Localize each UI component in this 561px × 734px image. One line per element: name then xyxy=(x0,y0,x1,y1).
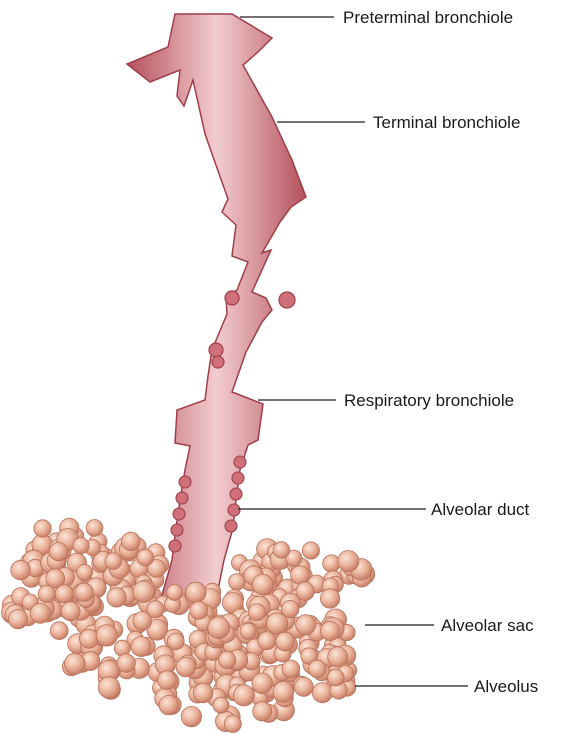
alveolus xyxy=(61,602,80,621)
alveolus xyxy=(73,538,89,554)
alveolus xyxy=(159,695,178,714)
alveolus xyxy=(296,615,316,635)
alveolus xyxy=(308,660,326,678)
label-preterminal-bronchiole: Preterminal bronchiole xyxy=(343,8,513,27)
alveolus xyxy=(75,583,93,601)
alveolus xyxy=(167,584,183,600)
bronchiole-tube xyxy=(127,14,306,606)
outpouching-right xyxy=(279,292,295,308)
alveolus xyxy=(320,589,339,608)
alveolus xyxy=(80,629,99,648)
alveolus xyxy=(273,542,290,559)
alveolus xyxy=(77,564,93,580)
alveolus xyxy=(167,633,184,650)
label-terminal-bronchiole: Terminal bronchiole xyxy=(373,113,520,132)
label-alveolus: Alveolus xyxy=(474,677,538,696)
alveolus xyxy=(190,602,208,620)
alveolus xyxy=(302,542,319,559)
outpouching-left xyxy=(225,291,239,305)
alveolus xyxy=(158,671,177,690)
alveolus xyxy=(323,555,340,572)
alveolus xyxy=(327,669,344,686)
alveolus xyxy=(252,574,273,595)
alveolus xyxy=(107,588,126,607)
alveolus xyxy=(133,612,152,631)
alveolus xyxy=(193,683,213,703)
alveolus xyxy=(213,697,229,713)
label-respiratory-bronchiole: Respiratory bronchiole xyxy=(344,391,514,410)
alveolus xyxy=(252,673,273,694)
alveolus xyxy=(38,585,55,602)
alveolus xyxy=(233,685,254,706)
alveolus xyxy=(273,682,294,703)
alveolus xyxy=(321,621,340,640)
airway xyxy=(127,14,306,606)
outpouching-left-3 xyxy=(212,356,224,368)
alveolus xyxy=(181,706,201,726)
alveolus xyxy=(105,553,122,570)
alveolus xyxy=(266,613,287,634)
alveolus xyxy=(291,566,310,585)
alveolus xyxy=(338,551,359,572)
alveolus xyxy=(98,677,120,699)
alveolus xyxy=(276,632,295,651)
alveolus xyxy=(282,660,300,678)
alveolus xyxy=(294,677,313,696)
alveolus xyxy=(34,520,51,537)
alveolus xyxy=(117,654,135,672)
label-alveolar-duct: Alveolar duct xyxy=(431,500,530,519)
alveolus xyxy=(50,622,68,640)
alveolus xyxy=(64,653,85,674)
alveolus xyxy=(219,651,236,668)
alveolus xyxy=(30,603,50,623)
alveolus xyxy=(133,581,155,603)
alveolus xyxy=(131,637,151,657)
alveolus xyxy=(122,532,141,551)
alveolus xyxy=(248,604,265,621)
alveolus xyxy=(253,702,272,721)
alveolus xyxy=(312,683,332,703)
label-alveolar-sac: Alveolar sac xyxy=(441,616,534,635)
alveolus xyxy=(258,632,276,650)
alveolus xyxy=(96,625,117,646)
alveolus xyxy=(86,520,103,537)
alveolus xyxy=(224,715,241,732)
alveolus xyxy=(137,549,154,566)
alveolus xyxy=(49,543,67,561)
alveoli-cluster-front xyxy=(62,582,356,732)
alveolus xyxy=(55,585,73,603)
alveolus xyxy=(229,574,246,591)
alveolus xyxy=(176,657,196,677)
alveolus xyxy=(11,560,31,580)
labels: Preterminal bronchiole Terminal bronchio… xyxy=(343,8,538,696)
outpouching-left-2 xyxy=(209,343,223,357)
alveolus xyxy=(240,623,256,639)
alveolus xyxy=(186,582,206,602)
alveolus xyxy=(208,617,230,639)
alveolus xyxy=(328,647,348,667)
alveolus xyxy=(8,609,27,628)
